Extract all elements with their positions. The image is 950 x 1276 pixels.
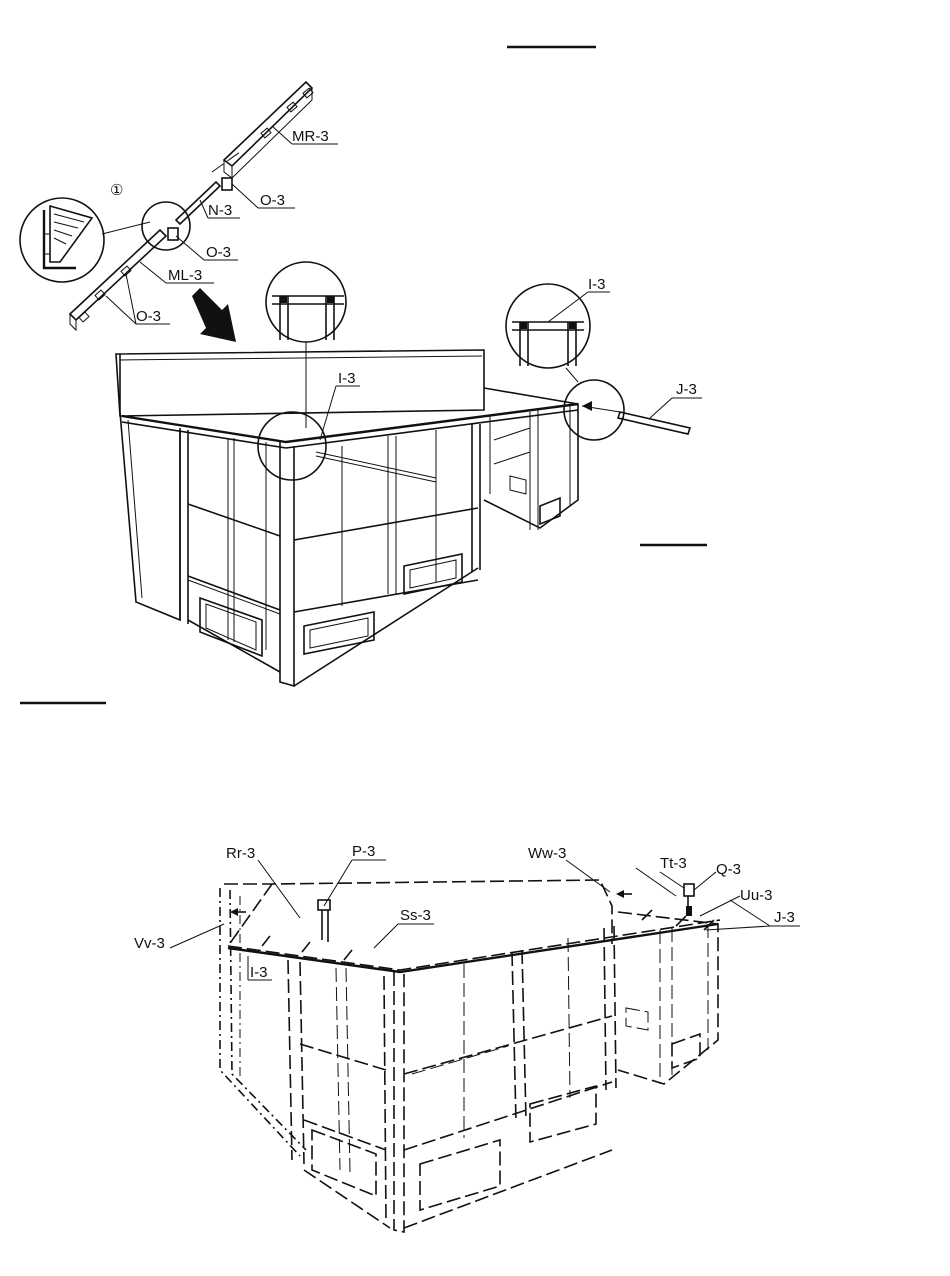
label-p3: P-3 bbox=[352, 843, 375, 860]
label-mr3: MR-3 bbox=[292, 128, 329, 145]
bar-j3 bbox=[618, 412, 690, 434]
detail-circle-i3-joint bbox=[258, 412, 326, 480]
label-rr3: Rr-3 bbox=[226, 845, 255, 862]
detail-marker-1: ① bbox=[110, 182, 123, 199]
label-tt3: Tt-3 bbox=[660, 855, 687, 872]
label-i3-left: I-3 bbox=[338, 370, 356, 387]
label-o3-bottom: O-3 bbox=[136, 308, 161, 325]
label-uu3: Uu-3 bbox=[740, 887, 773, 904]
upper-diagram: ① MR-3 O-3 N-3 O-3 ML-3 O-3 bbox=[20, 82, 702, 686]
detail-circle-corner-right bbox=[506, 284, 590, 382]
label-vv3: Vv-3 bbox=[134, 935, 165, 952]
label-ss3: Ss-3 bbox=[400, 907, 431, 924]
gazebo-frame-upper bbox=[116, 350, 578, 686]
label-q3: Q-3 bbox=[716, 861, 741, 878]
connector-o3-top bbox=[222, 178, 232, 190]
bracket-p3 bbox=[318, 900, 330, 942]
direction-arrow bbox=[192, 288, 236, 342]
label-i3-lower: I-3 bbox=[250, 964, 268, 981]
label-i3-right: I-3 bbox=[588, 276, 606, 293]
label-ml3: ML-3 bbox=[168, 267, 202, 284]
label-j3-lower: J-3 bbox=[774, 909, 795, 926]
label-o3-top: O-3 bbox=[260, 192, 285, 209]
lower-diagram: Rr-3 P-3 Ww-3 Tt-3 Q-3 Uu-3 J-3 Ss-3 Vv-… bbox=[134, 843, 800, 1232]
connector-o3-mid bbox=[168, 228, 178, 240]
label-n3: N-3 bbox=[208, 202, 232, 219]
label-ww3: Ww-3 bbox=[528, 845, 566, 862]
detail-circle-corner-left bbox=[266, 262, 346, 428]
label-j3-upper: J-3 bbox=[676, 381, 697, 398]
detail-circle-joint bbox=[142, 202, 190, 250]
label-o3-mid: O-3 bbox=[206, 244, 231, 261]
bracket-q3 bbox=[684, 884, 694, 916]
